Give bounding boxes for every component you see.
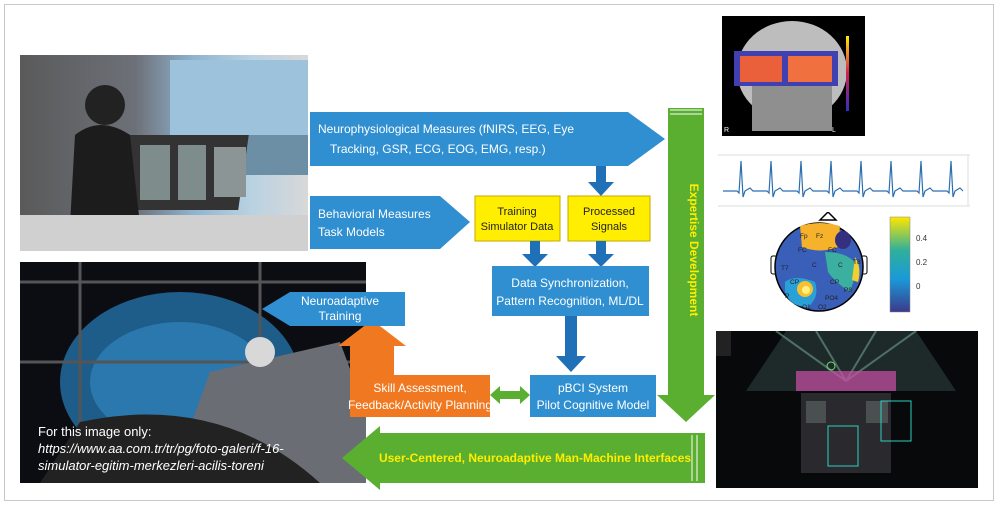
arrow-sync-to-pbci [556,316,586,372]
caption-url-line-1[interactable]: https://www.aa.com.tr/tr/pg/foto-galeri/… [38,441,284,456]
image-fnirs-brain: R L [722,16,865,136]
colorbar-tick-0.2: 0.2 [916,258,928,267]
data-sync-label-2: Pattern Recognition, ML/DL [496,294,644,308]
processed-signals-label-2: Signals [591,221,628,233]
neuroadaptive-training-arrow: Neuroadaptive Training [262,292,405,326]
neuroadaptive-training-label-1: Neuroadaptive [301,294,379,308]
caption-url-line-2[interactable]: simulator-egitim-merkezleri-acilis-toren… [38,458,264,473]
bidirectional-arrow [490,386,530,404]
user-centered-interfaces-arrow: User-Centered, Neuroadaptive Man-Machine… [342,426,705,490]
skill-assessment-label-2: Feedback/Activity Planning [348,398,492,412]
electrode-label: C [838,262,843,269]
data-sync-label-1: Data Synchronization, [511,276,628,290]
electrode-label: T8 [853,259,861,266]
electrode-label: C [812,262,817,269]
neurophysiological-label-line-2: Tracking, GSR, ECG, EOG, EMG, resp.) [330,142,546,156]
electrode-label: Fp [800,233,808,240]
brain-label-r: R [724,127,729,134]
electrode-label: Fz [816,233,823,240]
expertise-development-label: Expertise Development [687,184,701,317]
frame-border [4,4,994,501]
electrode-label: FC [828,247,837,254]
training-simulator-label-2: Simulator Data [481,221,555,233]
behavioral-label-line-2: Task Models [318,225,385,239]
skill-assessment-label-1: Skill Assessment, [373,381,466,395]
electrode-label: T7 [781,265,789,272]
behavioral-measures-arrow: Behavioral Measures Task Models [310,196,470,249]
photo-eeg-pilot-simulator [20,55,308,251]
electrode-label: P8 [844,287,852,294]
colorbar-tick-0.4: 0.4 [916,234,928,243]
colorbar-tick-0: 0 [916,282,921,291]
pbci-label-1: pBCI System [558,381,628,395]
pbci-label-2: Pilot Cognitive Model [537,398,650,412]
electrode-label: CP [790,279,799,286]
caption-line-1: For this image only: [38,424,152,439]
behavioral-label-line-1: Behavioral Measures [318,207,431,221]
pbci-system-box: pBCI System Pilot Cognitive Model [530,375,656,417]
arrow-signals-to-sync [588,241,614,267]
training-simulator-data-box: Training Simulator Data [474,195,561,242]
arrow-to-processed-signals [588,166,614,196]
neurophysiological-label-line-1: Neurophysiological Measures (fNIRS, EEG,… [318,122,574,136]
image-credit-caption: For this image only: https://www.aa.com.… [38,423,284,474]
electrode-label: CP [830,279,839,286]
training-simulator-label-1: Training [497,206,536,218]
expertise-development-arrow: Expertise Development [657,108,715,422]
arrow-simulator-to-sync [522,241,548,267]
neurophysiological-measures-arrow: Neurophysiological Measures (fNIRS, EEG,… [310,112,665,166]
neuroadaptive-training-label-2: Training [319,309,362,323]
electrode-label: O1 [802,304,811,311]
electrode-label: P [785,293,789,300]
processed-signals-label-1: Processed [583,206,635,218]
electrode-label: FC [798,247,807,254]
brain-label-l: L [832,127,836,134]
processed-signals-box: Processed Signals [567,195,651,242]
user-centered-interfaces-label: User-Centered, Neuroadaptive Man-Machine… [379,451,691,465]
ecg-trace [718,154,970,207]
data-synchronization-box: Data Synchronization, Pattern Recognitio… [492,266,649,316]
electrode-label: O2 [818,304,827,311]
electrode-label: PO4 [825,295,838,302]
skill-assessment-box: Skill Assessment, Feedback/Activity Plan… [338,320,492,417]
photo-cockpit-eye-tracking [716,331,978,488]
